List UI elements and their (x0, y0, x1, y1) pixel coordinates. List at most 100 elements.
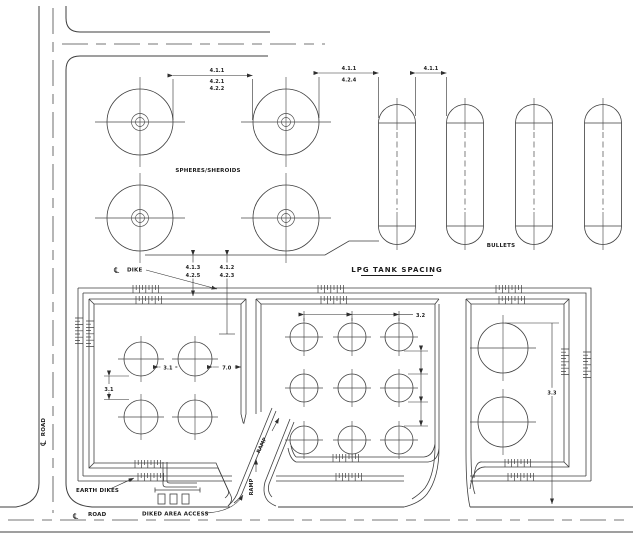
left-road-left-edge (0, 6, 40, 508)
label-backing (216, 262, 238, 279)
label-backing (544, 387, 560, 396)
extension-lines (172, 79, 253, 120)
curved-arrow (204, 494, 244, 514)
left-dike-outer-wall (88, 298, 247, 507)
hatch-bottom-left-a (134, 459, 161, 469)
spheres-area-label: SPHERES/SHEROIDS (175, 168, 240, 174)
sphere-1 (95, 77, 185, 167)
dim-ref-2: 4.2.4 (342, 78, 357, 84)
road-left-label: ROAD (41, 418, 47, 437)
spheres-group (95, 77, 379, 263)
bullet-4 (584, 98, 622, 250)
tank-crosshair (172, 394, 218, 440)
label-backing (182, 262, 204, 279)
compound-outer-line (77, 287, 592, 482)
centerline-icon: ℄ (39, 440, 48, 446)
dike-area-middle (255, 298, 440, 508)
dim-ref-2: 4.2.3 (220, 273, 235, 279)
bullet-2 (446, 98, 484, 250)
centerline-icon: ℄ (114, 266, 120, 275)
drawing-title: LPG TANK SPACING (351, 266, 442, 276)
road-bottom-label: ROAD (88, 512, 107, 518)
sphere-3 (95, 173, 185, 263)
sphere-nozzle-inner (281, 117, 291, 127)
tank-crosshair (285, 318, 323, 356)
dim-ref: 4.1.1 (424, 66, 439, 72)
tank-crosshair (118, 336, 164, 382)
access-walkway (162, 462, 197, 488)
hatch-bottom-left-b (137, 472, 164, 482)
tank-crosshair (470, 389, 536, 455)
roads (0, 6, 633, 533)
dike-callout-label: DIKE (127, 268, 142, 274)
sphere-nozzle-outer (277, 113, 295, 131)
dimension-bullet-to-bullet: 4.1.1 (410, 66, 447, 116)
tank-crosshair (285, 421, 323, 459)
sphere-nozzle-inner (135, 213, 145, 223)
sphere-2 (241, 77, 331, 167)
dim-ref-3: 4.2.2 (210, 86, 225, 92)
tank-crosshair (285, 369, 323, 407)
dimension-tank-gap-vertical: 3.1 (101, 370, 129, 400)
dim-ref-1: 4.1.1 (210, 68, 225, 74)
dim-ref-1: 4.1.1 (342, 66, 357, 72)
tank-crosshair (333, 369, 371, 407)
tanks-left-dike: 3.1 7.0 3.1 (101, 336, 242, 440)
dim-value: 3.1 (163, 366, 173, 372)
tank-crosshair (380, 369, 418, 407)
sphere-nozzle-inner (135, 117, 145, 127)
access-bar (154, 487, 201, 493)
dike-area-left (88, 298, 247, 507)
bullets-group (378, 98, 622, 250)
sphere-crosshair (241, 77, 331, 167)
ramp-corridor (227, 407, 295, 507)
right-dike-outer-wall (465, 298, 570, 508)
tank-crosshair (333, 421, 371, 459)
extension-lines (318, 77, 379, 118)
dimension-tank-to-dike-wall: 7.0 (207, 362, 242, 372)
tank-crosshair (118, 394, 164, 440)
dimension-sphere-to-dike-inner: 4.1.2 4.2.3 (216, 250, 238, 335)
hatch-right-a (560, 348, 570, 375)
label-backing (160, 362, 176, 371)
dimension-tank-to-road: 3.3 (505, 322, 560, 505)
bottom-road-callout: ℄ ROAD (73, 512, 107, 521)
dike-callout: ℄ DIKE (114, 266, 218, 290)
sphere-crosshair (95, 77, 185, 167)
dim-ref-1: 4.1.3 (186, 265, 201, 271)
label-backing (218, 362, 235, 371)
bullets-area-label: BULLETS (487, 243, 516, 249)
hatch-top-mid-b (320, 295, 347, 305)
compound-boundary (77, 287, 592, 482)
sphere-crosshair (95, 173, 185, 263)
dim-ref-2: 4.2.1 (210, 79, 225, 85)
hatch-left-b (85, 320, 95, 347)
dim-value: 3.1 (104, 387, 114, 393)
extension-lines (415, 77, 447, 116)
sphere-nozzle-outer (131, 113, 149, 131)
hatch-top-left-a (132, 284, 159, 294)
compound-inner-line (82, 292, 587, 477)
tanks-middle-dike: 3.2 (285, 311, 428, 459)
hatch-top-right-a (495, 284, 522, 294)
earth-dikes-label: EARTH DIKES (76, 488, 119, 494)
dimension-sphere-to-dike-top: 4.1.3 4.2.5 (182, 250, 204, 297)
ramp-upper-arrow (271, 417, 280, 432)
ramp-upper-callout: RAMP (256, 417, 280, 454)
right-extension-lines (404, 350, 428, 427)
left-road-callout: ROAD ℄ (39, 418, 48, 446)
dimension-sphere-to-bullet: 4.1.1 4.2.4 (313, 66, 379, 118)
hatch-right-b (582, 351, 592, 378)
hatch-top-right-b (498, 295, 525, 305)
dim-value: 3.2 (416, 313, 426, 319)
dimension-middle-tank-spacing: 3.2 (298, 311, 428, 427)
diked-area-access-label: DIKED AREA ACCESS (142, 512, 209, 518)
sphere-nozzle-outer (277, 209, 295, 227)
dim-value: 3.3 (547, 391, 557, 397)
label-backing (101, 384, 117, 393)
sphere-crosshair (241, 173, 331, 263)
tank-crosshair (380, 421, 418, 459)
bullet-3 (515, 98, 553, 250)
